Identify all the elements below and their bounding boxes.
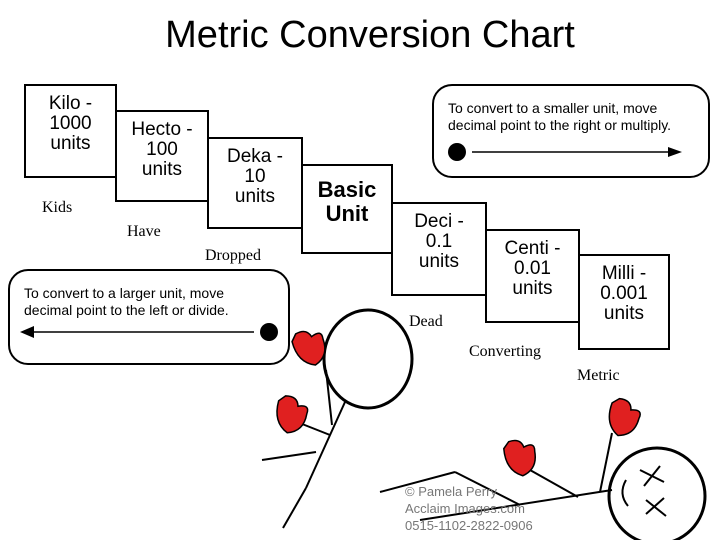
note-smaller-unit-text: To convert to a smaller unit, move decim… [448, 100, 672, 133]
mnemonic-word-dropped: Dropped [205, 247, 261, 264]
right-arrow-icon [448, 143, 682, 161]
glove-icon-lower-right [608, 397, 641, 437]
glove-icon-upper [291, 330, 326, 366]
step-kilo-label: Kilo - 1000 units [48, 93, 93, 154]
step-deka-label: Deka - 10 units [227, 146, 283, 207]
step-basic-label: Basic Unit [317, 177, 377, 226]
mnemonic-word-have: Have [127, 223, 161, 240]
step-milli-label: Milli - 0.001 units [600, 263, 648, 324]
note-smaller-unit: To convert to a smaller unit, move decim… [432, 84, 710, 178]
glove-icon-lower-left [503, 439, 536, 477]
note-larger-unit: To convert to a larger unit, move decima… [8, 269, 290, 365]
note-larger-unit-text: To convert to a larger unit, move decima… [24, 285, 229, 318]
step-kilo: Kilo - 1000 units [24, 84, 117, 178]
step-hecto: Hecto - 100 units [115, 110, 209, 202]
mnemonic-word-kids: Kids [42, 199, 73, 216]
watermark-credit: © Pamela Perry Acclaim Images.com 0515-1… [405, 484, 533, 533]
glove-icon-middle [276, 395, 309, 434]
mnemonic-word-converting: Converting [469, 343, 541, 360]
page-title: Metric Conversion Chart [165, 14, 575, 56]
step-basic: Basic Unit [301, 164, 393, 254]
fallen-stick-figure [379, 432, 707, 540]
step-deka: Deka - 10 units [207, 137, 303, 229]
step-hecto-label: Hecto - 100 units [131, 119, 193, 180]
standing-stick-figure [261, 308, 414, 529]
step-deci-label: Deci - 0.1 units [414, 211, 464, 272]
step-milli: Milli - 0.001 units [578, 254, 670, 350]
step-centi-label: Centi - 0.01 units [504, 238, 561, 299]
step-centi: Centi - 0.01 units [485, 229, 580, 323]
mnemonic-word-dead: Dead [409, 313, 443, 330]
left-arrow-icon [20, 323, 278, 341]
mnemonic-word-metric: Metric [577, 367, 620, 384]
step-deci: Deci - 0.1 units [391, 202, 487, 296]
